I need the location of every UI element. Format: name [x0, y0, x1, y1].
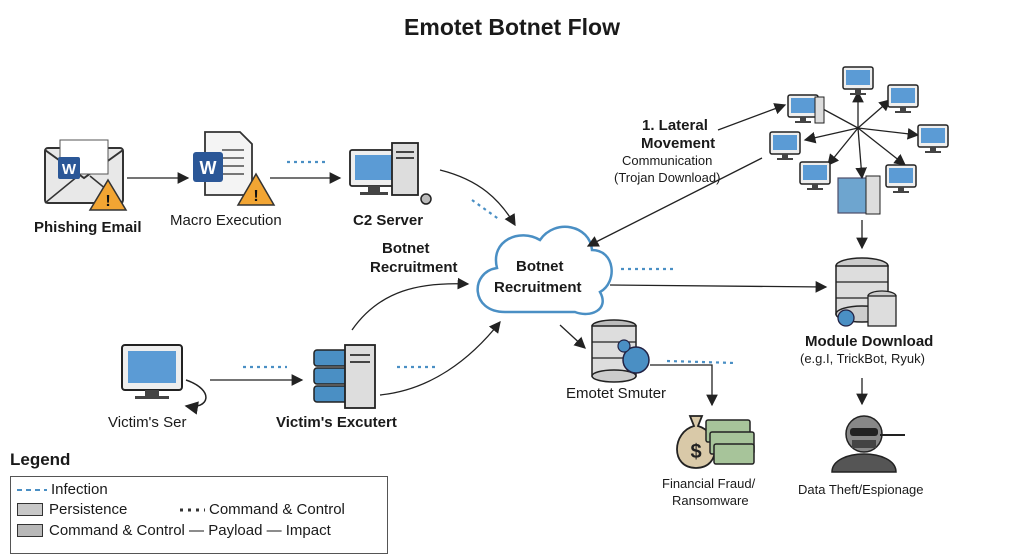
legend-infection-label: Infection [51, 481, 108, 498]
financial-fraud-label: Ransomware [672, 493, 749, 508]
macro-execution-label: Macro Execution [170, 212, 282, 229]
svg-text:W: W [200, 158, 217, 178]
legend-command-control: Command & Control [179, 501, 345, 518]
gray-swatch-icon [17, 524, 43, 537]
legend-payload-impact-label: Command & Control — Payload — Impact [49, 522, 331, 539]
phishing-email-label: Phishing Email [34, 219, 142, 236]
svg-text:!: ! [253, 188, 258, 205]
cloud-icon [476, 225, 613, 316]
money-bag-icon: $ [676, 415, 755, 469]
legend-infection: Infection [17, 481, 108, 498]
database-icon [835, 257, 897, 327]
botnet-recruitment-label: Recruitment [370, 259, 458, 276]
victims-exec-label: Victim's Excutert [276, 414, 397, 431]
victims-ser-label: Victim's Ser [108, 414, 187, 431]
svg-text:!: ! [105, 193, 110, 210]
lateral-movement-sub: Communication [622, 153, 713, 168]
warning-icon: ! [236, 172, 276, 206]
diagram-title: Emotet Botnet Flow [404, 14, 620, 40]
c2-server-label: C2 Server [353, 212, 424, 229]
lateral-movement-label: 1. Lateral [642, 117, 708, 134]
emotet-smuter-label: Emotet Smuter [566, 385, 667, 402]
lateral-movement-sub: (Trojan Download) [614, 170, 721, 185]
module-download-label: Module Download [805, 333, 934, 350]
legend-title: Legend [10, 450, 71, 469]
dashed-line-icon [17, 488, 47, 491]
legend-command-control-label: Command & Control [209, 501, 345, 518]
module-download-sub: (e.g.I, TrickBot, Ryuk) [800, 351, 925, 366]
network-hub-icon [769, 66, 949, 215]
gray-swatch-icon [17, 503, 43, 516]
victim-server-icon [313, 344, 376, 409]
botnet-recruitment-label: Botnet [382, 240, 430, 257]
lateral-movement-label: Movement [641, 135, 716, 152]
emotet-server-icon [591, 319, 650, 383]
dotted-line-icon [180, 508, 205, 511]
legend-persistence: Persistence [17, 501, 127, 518]
legend-payload-impact: Command & Control — Payload — Impact [17, 522, 331, 539]
cloud-label: Recruitment [494, 279, 582, 296]
svg-text:$: $ [690, 441, 701, 463]
legend: Infection Persistence Command & Control … [10, 476, 388, 554]
cloud-label: Botnet [516, 258, 564, 275]
victim-computer-icon [121, 344, 207, 415]
hacker-icon [831, 415, 905, 473]
legend-persistence-label: Persistence [49, 501, 128, 518]
c2-server-icon [349, 142, 432, 205]
warning-icon: ! [88, 178, 128, 211]
financial-fraud-label: Financial Fraud/ [662, 476, 756, 491]
data-theft-label: Data Theft/Espionage [798, 482, 924, 497]
word-document-icon: W [193, 131, 253, 196]
svg-text:W: W [62, 161, 77, 178]
